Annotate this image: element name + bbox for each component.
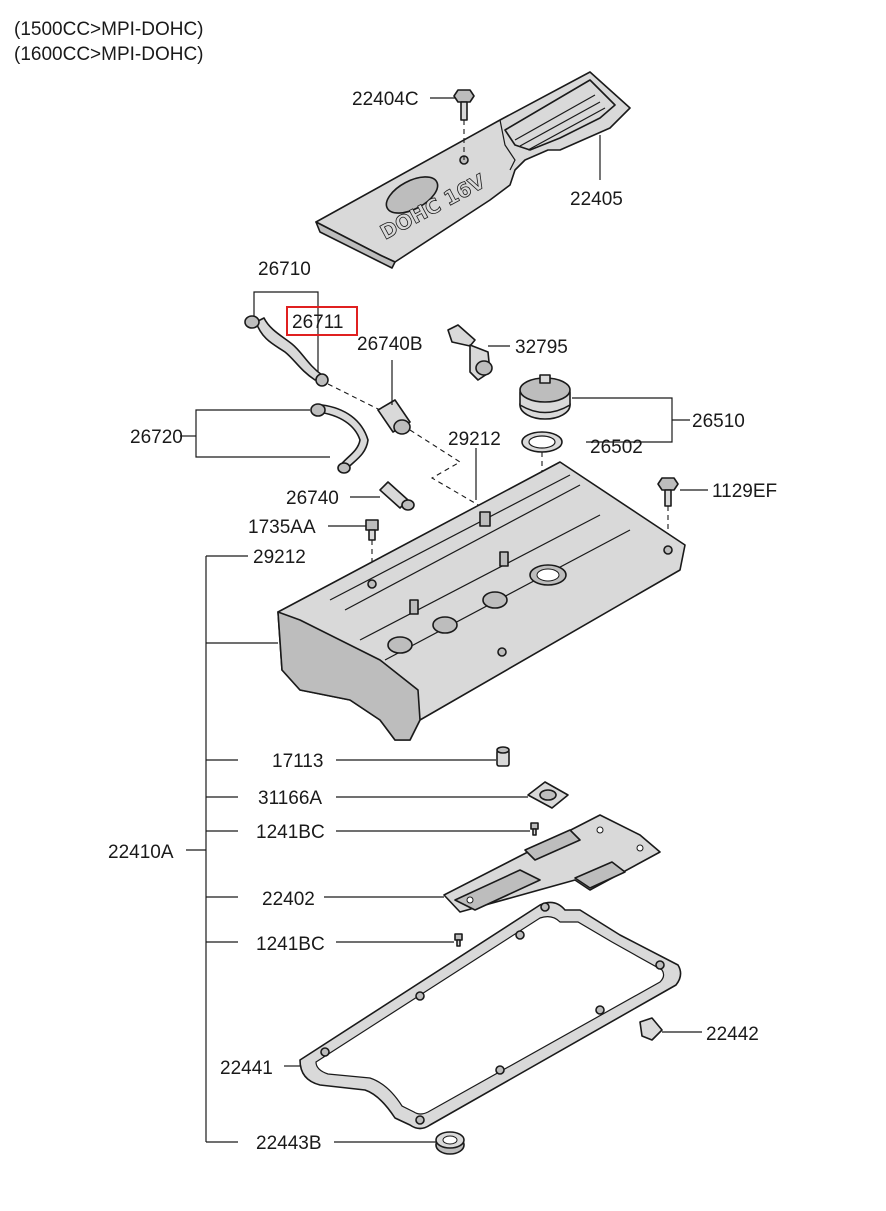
label-26740: 26740 <box>286 488 339 509</box>
label-29212-upper: 29212 <box>448 429 501 450</box>
gasket-22441[interactable] <box>299 901 682 1130</box>
rocker-cover-22410A[interactable] <box>277 461 686 741</box>
label-26740B: 26740B <box>357 334 423 355</box>
hose-26720[interactable] <box>310 403 369 474</box>
hose-26711[interactable] <box>244 315 329 387</box>
label-17113: 17113 <box>272 751 323 772</box>
logo-emblem <box>385 176 439 214</box>
seal-22443B[interactable] <box>435 1131 465 1155</box>
label-1735AA: 1735AA <box>248 517 316 538</box>
bracket-32795[interactable] <box>447 324 493 381</box>
bolt-22404C[interactable] <box>453 89 475 121</box>
screw-1241BC-lower[interactable] <box>454 933 463 947</box>
label-29212-lower: 29212 <box>253 547 306 568</box>
label-26502: 26502 <box>590 437 643 458</box>
baffle-plate-22402[interactable] <box>443 814 661 913</box>
label-22404C: 22404C <box>352 89 419 110</box>
baffle-31166A[interactable] <box>527 781 569 809</box>
label-26710: 26710 <box>258 259 311 280</box>
engine-cover-22405[interactable]: DOHC 16V <box>315 71 631 269</box>
pcv-valve-26740[interactable] <box>379 481 415 511</box>
label-22443B: 22443B <box>256 1133 322 1154</box>
label-22405: 22405 <box>570 189 623 210</box>
label-22441: 22441 <box>220 1058 273 1079</box>
plug-22442[interactable] <box>639 1017 663 1041</box>
label-22442: 22442 <box>706 1024 759 1045</box>
screw-1241BC-upper[interactable] <box>530 822 539 836</box>
bolt-1735AA[interactable] <box>365 519 379 541</box>
label-22402: 22402 <box>262 889 315 910</box>
bolt-1129EF[interactable] <box>657 477 679 507</box>
plug-17113[interactable] <box>496 746 510 767</box>
label-31166A: 31166A <box>258 788 322 809</box>
label-26711: 26711 <box>292 312 343 333</box>
label-26720: 26720 <box>130 427 183 448</box>
header-line-1: (1500CC>MPI-DOHC) <box>14 19 204 40</box>
grommet-26740B[interactable] <box>377 399 411 435</box>
label-26510: 26510 <box>692 411 745 432</box>
oil-cap-26510[interactable] <box>519 374 571 420</box>
label-22410A: 22410A <box>108 842 174 863</box>
label-1241BC-upper: 1241BC <box>256 822 325 843</box>
highlight-box-26711 <box>286 306 358 336</box>
label-32795: 32795 <box>515 337 568 358</box>
label-1241BC-lower: 1241BC <box>256 934 325 955</box>
label-1129EF: 1129EF <box>712 481 777 502</box>
o-ring-26502[interactable] <box>521 431 563 453</box>
header-line-2: (1600CC>MPI-DOHC) <box>14 44 204 65</box>
